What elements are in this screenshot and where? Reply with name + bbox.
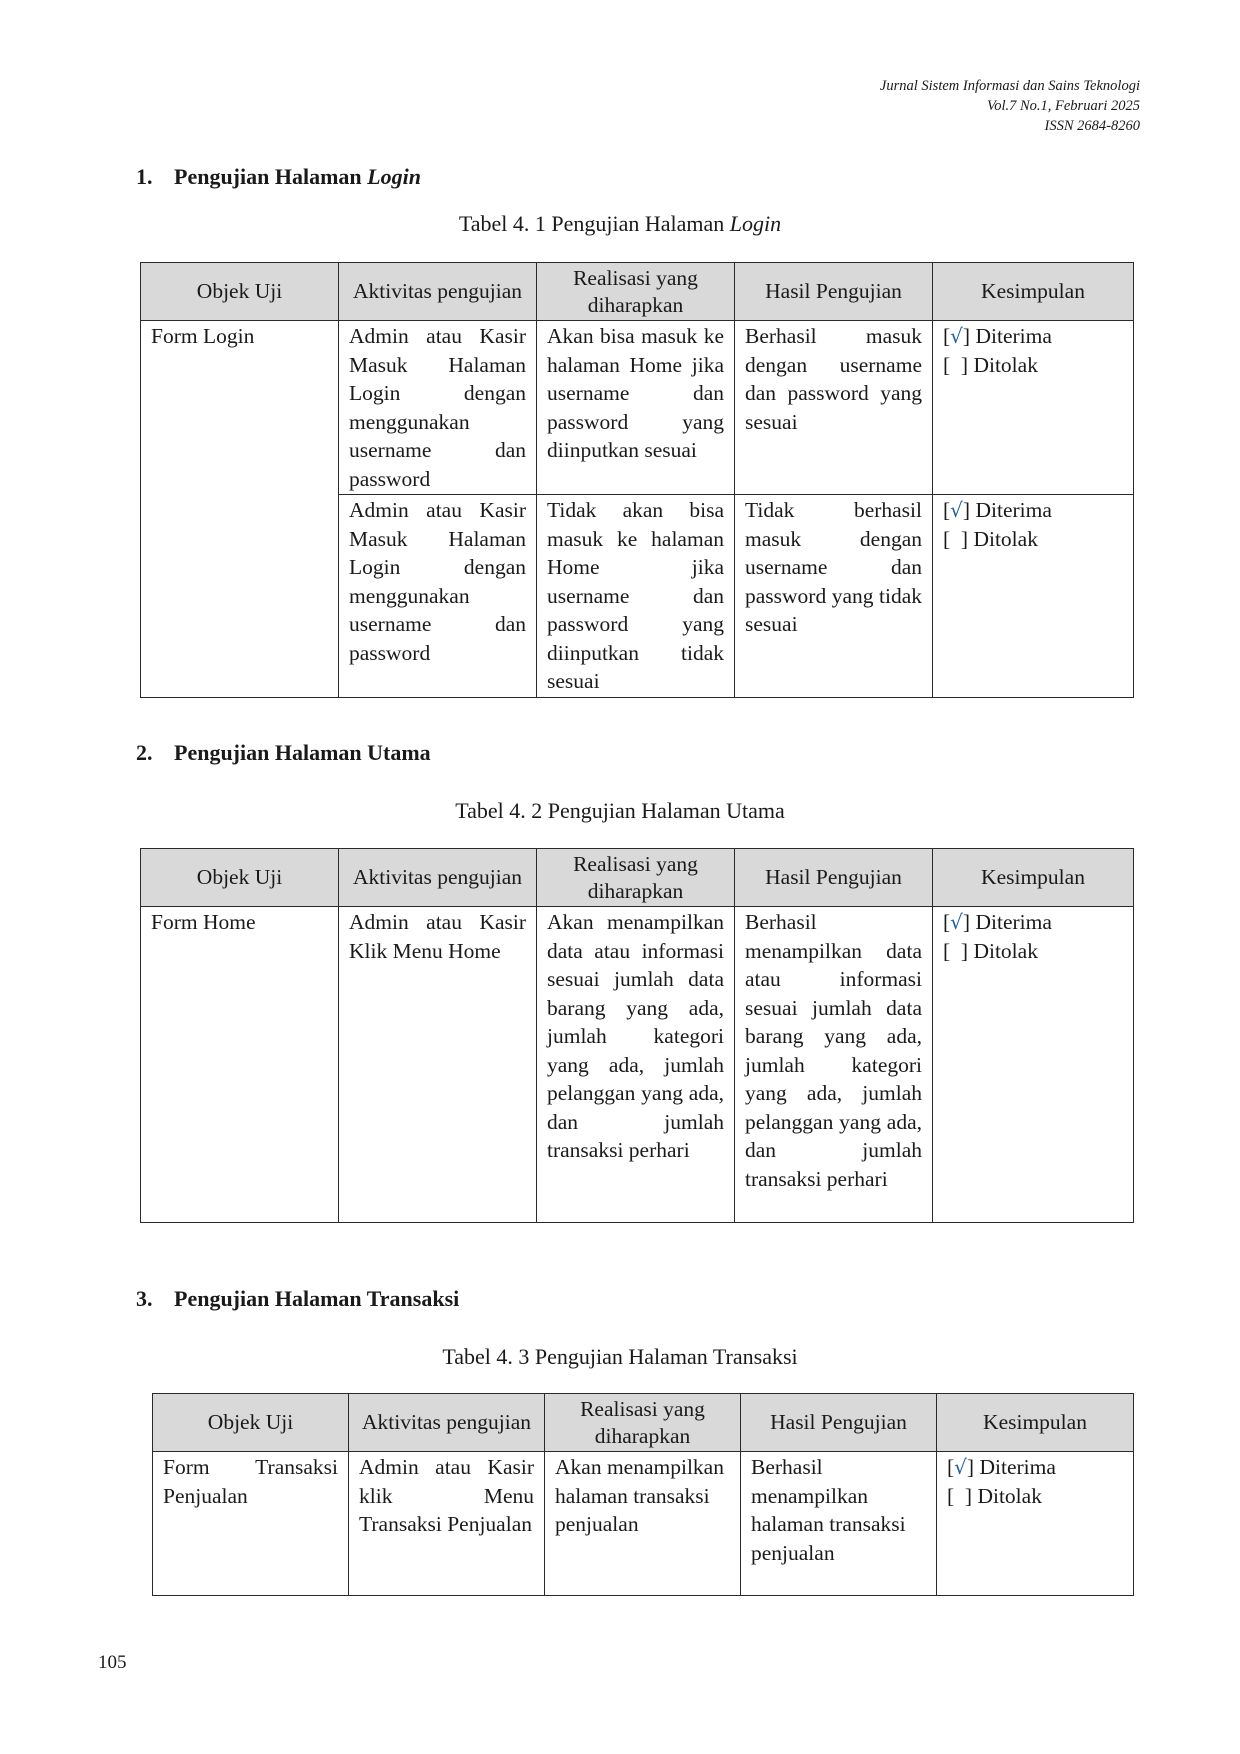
test-conclusion: [√] Diterima [ ] Ditolak: [932, 494, 1134, 698]
table-row: Admin atau Kasir Masuk Halaman Login den…: [141, 494, 1134, 698]
journal-name: Jurnal Sistem Informasi dan Sains Teknol…: [879, 78, 1140, 94]
check-mark-icon: √: [950, 324, 963, 348]
table-row: Form Transaksi Penjualan Admin atau Kasi…: [152, 1451, 1134, 1596]
test-activity: Admin atau Kasir Klik Menu Home: [338, 906, 537, 1223]
table-home: Objek Uji Aktivitas pengujian Realisasi …: [140, 848, 1134, 1223]
check-mark-icon: √: [950, 910, 963, 934]
checkbox-rejected: [ ] Ditolak: [943, 938, 1038, 963]
checkbox-accepted: [√] Diterima: [943, 498, 1052, 522]
column-header-activity: Aktivitas pengujian: [348, 1393, 545, 1452]
table-header-row: Objek Uji Aktivitas pengujian Realisasi …: [140, 262, 1134, 321]
table-caption-home: Tabel 4. 2 Pengujian Halaman Utama: [455, 798, 785, 823]
checkbox-accepted: [√] Diterima: [947, 1455, 1056, 1479]
test-conclusion: [√] Diterima [ ] Ditolak: [932, 906, 1134, 1223]
column-header-expected: Realisasi yang diharapkan: [536, 262, 735, 321]
test-result: Berhasil masuk dengan username dan passw…: [734, 320, 933, 495]
test-expected: Akan menampilkan halaman transaksi penju…: [544, 1451, 741, 1596]
table-caption-transaction: Tabel 4. 3 Pengujian Halaman Transaksi: [442, 1344, 798, 1369]
test-conclusion: [√] Diterima [ ] Ditolak: [936, 1451, 1134, 1596]
column-header-result: Hasil Pengujian: [740, 1393, 937, 1452]
checkbox-rejected: [ ] Ditolak: [943, 352, 1038, 377]
test-object: Form Login: [140, 320, 339, 698]
table-row: Form Login Admin atau Kasir Masuk Halama…: [140, 320, 1134, 698]
test-expected: Akan bisa masuk ke halaman Home jika use…: [536, 320, 735, 495]
table-row: Form Home Admin atau Kasir Klik Menu Hom…: [140, 906, 1134, 1223]
section-title-home: 2.Pengujian Halaman Utama: [136, 740, 431, 765]
test-activity: Admin atau Kasir klik Menu Transaksi Pen…: [348, 1451, 545, 1596]
column-header-object: Objek Uji: [140, 262, 339, 321]
table-login: Objek Uji Aktivitas pengujian Realisasi …: [140, 262, 1134, 698]
column-header-conclusion: Kesimpulan: [932, 262, 1134, 321]
column-header-conclusion: Kesimpulan: [936, 1393, 1134, 1452]
column-header-activity: Aktivitas pengujian: [338, 848, 537, 907]
checkbox-accepted: [√] Diterima: [943, 324, 1052, 348]
test-conclusion: [√] Diterima [ ] Ditolak: [932, 320, 1134, 495]
check-mark-icon: √: [950, 498, 963, 522]
section-title-login: 1.Pengujian Halaman Login: [136, 164, 421, 189]
test-object: Form Home: [140, 906, 339, 1223]
test-result: Berhasil menampilkan data atau informasi…: [734, 906, 933, 1223]
checkbox-accepted: [√] Diterima: [943, 910, 1052, 934]
page-number: 105: [98, 1652, 127, 1673]
test-expected: Akan menampilkan data atau informasi ses…: [536, 906, 735, 1223]
test-result: Tidak berhasil masuk dengan username dan…: [734, 494, 933, 698]
column-header-expected: Realisasi yang diharapkan: [544, 1393, 741, 1452]
column-header-object: Objek Uji: [140, 848, 339, 907]
journal-issn: ISSN 2684-8260: [1044, 118, 1140, 134]
column-header-expected: Realisasi yang diharapkan: [536, 848, 735, 907]
table-header-row: Objek Uji Aktivitas pengujian Realisasi …: [152, 1393, 1134, 1452]
journal-volume: Vol.7 No.1, Februari 2025: [986, 98, 1140, 114]
check-mark-icon: √: [954, 1455, 967, 1479]
column-header-result: Hasil Pengujian: [734, 848, 933, 907]
test-object: Form Transaksi Penjualan: [152, 1451, 349, 1596]
table-transaction: Objek Uji Aktivitas pengujian Realisasi …: [152, 1393, 1134, 1596]
test-activity: Admin atau Kasir Masuk Halaman Login den…: [338, 494, 537, 698]
test-activity: Admin atau Kasir Masuk Halaman Login den…: [338, 320, 537, 495]
section-title-transaction: 3.Pengujian Halaman Transaksi: [136, 1286, 460, 1311]
table-header-row: Objek Uji Aktivitas pengujian Realisasi …: [140, 848, 1134, 907]
checkbox-rejected: [ ] Ditolak: [943, 526, 1038, 551]
column-header-object: Objek Uji: [152, 1393, 349, 1452]
column-header-result: Hasil Pengujian: [734, 262, 933, 321]
test-result: Berhasil menampilkan halaman transaksi p…: [740, 1451, 937, 1596]
table-caption-login: Tabel 4. 1 Pengujian Halaman Login: [458, 211, 782, 236]
test-expected: Tidak akan bisa masuk ke halaman Home ji…: [536, 494, 735, 698]
column-header-activity: Aktivitas pengujian: [338, 262, 537, 321]
checkbox-rejected: [ ] Ditolak: [947, 1483, 1042, 1508]
column-header-conclusion: Kesimpulan: [932, 848, 1134, 907]
journal-header: Jurnal Sistem Informasi dan Sains Teknol…: [880, 76, 1140, 136]
